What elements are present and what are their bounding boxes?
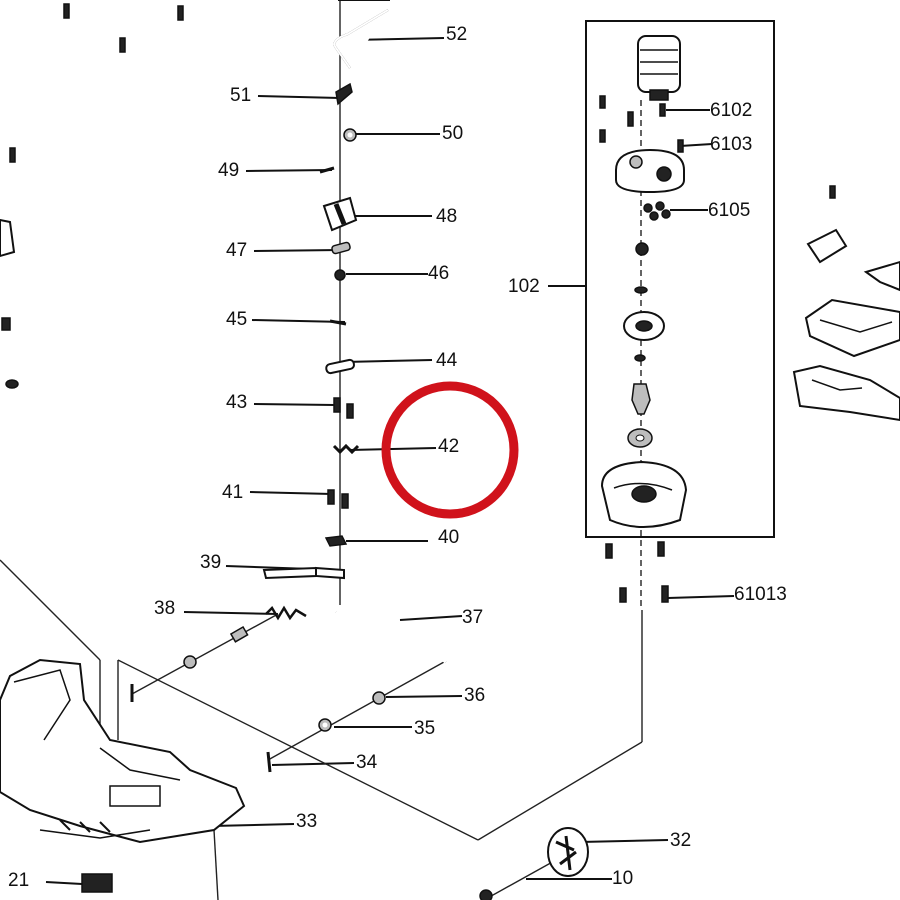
label-47: 47 bbox=[226, 240, 247, 261]
part-labels: 52 51 50 49 48 47 46 45 44 43 42 41 40 3… bbox=[8, 24, 787, 891]
label-32: 32 bbox=[670, 830, 691, 851]
part-tray bbox=[804, 298, 900, 358]
part-45-pin bbox=[329, 319, 347, 326]
label-61013: 61013 bbox=[734, 584, 787, 605]
label-50: 50 bbox=[442, 123, 463, 144]
part-51-clip bbox=[335, 82, 353, 106]
part-36-nut bbox=[372, 691, 386, 705]
part-42-spring bbox=[332, 443, 360, 455]
part-housing-right bbox=[792, 364, 900, 422]
leaders-left bbox=[183, 95, 586, 615]
part-46-ball bbox=[334, 269, 346, 281]
motor-housing-top bbox=[615, 148, 685, 194]
label-21: 21 bbox=[8, 870, 29, 891]
label-102: 102 bbox=[508, 276, 540, 297]
label-39: 39 bbox=[200, 552, 221, 573]
left-side-parts bbox=[0, 3, 184, 389]
label-42: 42 bbox=[438, 436, 459, 457]
washer-left bbox=[183, 655, 197, 669]
label-37: 37 bbox=[462, 607, 483, 628]
label-35: 35 bbox=[414, 718, 435, 739]
label-49: 49 bbox=[218, 160, 239, 181]
part-40-clip bbox=[324, 535, 348, 547]
part-49-pin bbox=[319, 166, 335, 174]
label-38: 38 bbox=[154, 598, 175, 619]
label-43: 43 bbox=[226, 392, 247, 413]
assembly-lines bbox=[0, 559, 643, 900]
part-21-base bbox=[81, 873, 113, 893]
label-44: 44 bbox=[436, 350, 458, 371]
label-40: 40 bbox=[438, 527, 459, 548]
part-switch-cover bbox=[806, 228, 848, 264]
axis-parts bbox=[130, 9, 448, 773]
motor-parts bbox=[599, 35, 688, 603]
label-51: 51 bbox=[230, 85, 251, 106]
part-44-roller bbox=[325, 358, 355, 375]
right-side-parts bbox=[792, 185, 900, 422]
label-6102: 6102 bbox=[710, 100, 752, 121]
highlight-circle bbox=[381, 381, 519, 519]
bolt-left bbox=[229, 626, 249, 643]
part-43-screw bbox=[333, 397, 341, 413]
motor-spacer bbox=[635, 242, 649, 256]
part-41-screw bbox=[327, 489, 335, 505]
motor-shaft bbox=[631, 383, 651, 415]
wheel-assembly bbox=[479, 827, 589, 900]
part-47-sleeve bbox=[331, 241, 351, 255]
label-52: 52 bbox=[446, 24, 467, 45]
label-36: 36 bbox=[464, 685, 485, 706]
part-34-bolt bbox=[266, 751, 272, 773]
motor-armature bbox=[637, 35, 681, 93]
label-41: 41 bbox=[222, 482, 243, 503]
label-10: 10 bbox=[612, 868, 633, 889]
part-left-clip bbox=[0, 218, 16, 258]
label-6105: 6105 bbox=[708, 200, 750, 221]
label-48: 48 bbox=[436, 206, 457, 227]
label-33: 33 bbox=[296, 811, 317, 832]
label-6103: 6103 bbox=[710, 134, 752, 155]
label-34: 34 bbox=[356, 752, 378, 773]
part-38-spring bbox=[265, 605, 307, 621]
mower-deck bbox=[0, 658, 246, 893]
part-37-handle-bar bbox=[335, 611, 447, 663]
motor-assembly-box bbox=[585, 20, 775, 538]
part-10-screw bbox=[479, 889, 493, 900]
label-46: 46 bbox=[428, 263, 449, 284]
part-39-bar bbox=[262, 566, 317, 580]
label-45: 45 bbox=[226, 309, 247, 330]
